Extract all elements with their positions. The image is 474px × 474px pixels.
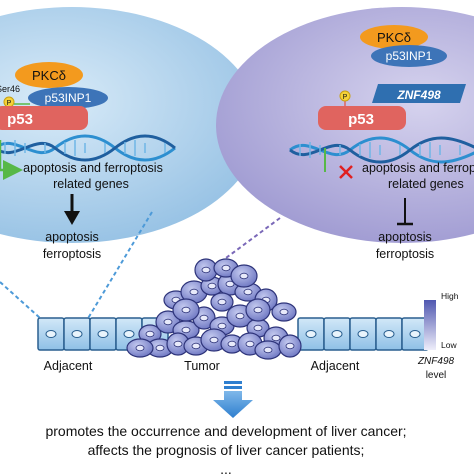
left-genes-line2: related genes [53, 177, 129, 191]
tumor-cell-nucleus [225, 280, 235, 288]
adjacent-cell-nucleus [45, 330, 57, 338]
left-p53-label: p53 [7, 111, 33, 128]
left-dna-helix [0, 134, 176, 162]
right-outcome-line2: ferroptosis [376, 247, 434, 261]
left-promote-arrow [64, 194, 80, 225]
right-p53inp1-oval [371, 45, 447, 67]
adjacent-right-label: Adjacent [311, 359, 360, 373]
tumor-cell-nucleus [173, 340, 183, 348]
tumor-cell-nucleus [239, 272, 249, 280]
tumor-cell-nucleus [221, 264, 231, 272]
conclusion-line1: promotes the occurrence and development … [45, 423, 406, 439]
tumor-cell-nucleus [135, 344, 145, 352]
tissue-row [37, 258, 429, 360]
legend-high-label: High [441, 291, 459, 301]
adjacent-cell-nucleus [331, 330, 343, 338]
tumor-cell-nucleus [181, 306, 191, 314]
left-phospho-p: P [7, 100, 12, 107]
connector-left-inner [83, 211, 153, 326]
adjacent-cell-nucleus [123, 330, 135, 338]
right-outcome-line1: apoptosis [378, 230, 432, 244]
legend-gradient-bar [424, 300, 436, 350]
right-pkc-oval [360, 25, 428, 49]
legend-low-label: Low [441, 340, 457, 350]
right-genes-line1: apoptosis and ferroptosis [362, 161, 474, 175]
tumor-cell-nucleus [245, 340, 255, 348]
right-block-cross [339, 165, 353, 179]
tumor-cell-nucleus [227, 340, 237, 348]
right-p53-box [318, 106, 406, 130]
tumor-cell-nucleus [253, 324, 263, 332]
conclusion-arrow [213, 381, 253, 418]
connector-left-outer [0, 281, 41, 319]
left-outcome-line2: ferroptosis [43, 247, 101, 261]
legend-gene-label: ZNF498 [417, 356, 455, 367]
right-phospho-marker [339, 90, 351, 102]
tumor-cell-nucleus [235, 312, 245, 320]
tumor-cell-nucleus [279, 308, 289, 316]
adjacent-cell-nucleus [97, 330, 109, 338]
tumor-cell-nucleus [209, 336, 219, 344]
tumor-label: Tumor [184, 359, 220, 373]
left-nucleus-panel: PKCδ p53INP1 Ser46 P p53 apoptosis and f… [0, 7, 260, 243]
tumor-cell-nucleus [263, 346, 273, 354]
right-phospho-p: P [343, 94, 348, 101]
right-pkc-label: PKCδ [377, 30, 411, 45]
right-znf498-label: ZNF498 [396, 88, 441, 102]
left-pkc-oval [15, 62, 83, 88]
adjacent-left-label: Adjacent [44, 359, 93, 373]
adjacent-cell-nucleus [357, 330, 369, 338]
znf498-legend: High Low ZNF498 level [417, 291, 459, 381]
left-ser46-label: Ser46 [0, 84, 20, 94]
tumor-cell-nucleus [217, 298, 227, 306]
left-outcome-line1: apoptosis [45, 230, 99, 244]
tumor-cell-nucleus [155, 344, 165, 352]
tumor-cell-nucleus [201, 266, 211, 274]
right-p53inp1-label: p53INP1 [386, 49, 433, 63]
conclusion-ellipsis: ... [220, 461, 232, 474]
left-p53-box [0, 106, 88, 130]
adjacent-cell-nucleus [305, 330, 317, 338]
right-inhibit-arrow [397, 198, 413, 226]
tumor-cell-nucleus [199, 314, 209, 322]
right-genes-line2: related genes [388, 177, 464, 191]
tumor-cell-nucleus [163, 318, 173, 326]
tumor-cell-nucleus [243, 288, 253, 296]
tumor-cell-nucleus [189, 288, 199, 296]
tumor-cell-nucleus [207, 282, 217, 290]
tumor-cell-nucleus [145, 330, 155, 338]
tumor-cell-nucleus [181, 326, 191, 334]
legend-level-label: level [426, 370, 447, 381]
tumor-cell-nucleus [253, 306, 263, 314]
tumor-cell-nucleus [191, 342, 201, 350]
right-nucleus-panel: PKCδ p53INP1 P ZNF498 p53 apoptosis and … [216, 7, 474, 243]
right-znf498-box [372, 84, 466, 103]
conclusion-line2: affects the prognosis of liver cancer pa… [88, 442, 365, 458]
left-p53inp1-label: p53INP1 [45, 91, 92, 105]
tumor-cell-nucleus [285, 342, 295, 350]
adjacent-cell-nucleus [71, 330, 83, 338]
left-pkc-label: PKCδ [32, 68, 66, 83]
adjacent-cell-nucleus [409, 330, 421, 338]
right-dna-helix [289, 136, 474, 164]
left-p53inp1-oval [28, 87, 108, 109]
left-genes-line1: apoptosis and ferroptosis [23, 161, 163, 175]
tumor-cell-nucleus [217, 322, 227, 330]
tumor-cell-nucleus [271, 334, 281, 342]
adjacent-cell-nucleus [383, 330, 395, 338]
left-activation-arrow [0, 140, 23, 180]
right-p53-label: p53 [348, 111, 374, 128]
